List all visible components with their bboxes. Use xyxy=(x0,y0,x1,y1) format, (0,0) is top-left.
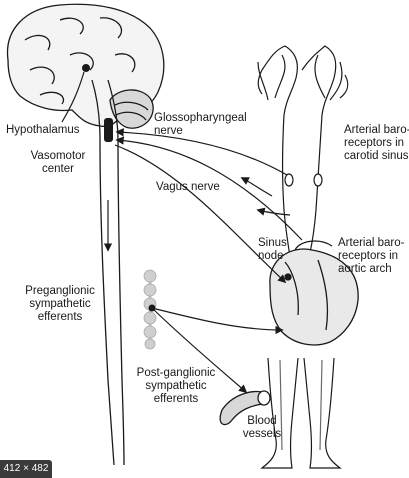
sympathetic-chain xyxy=(143,269,157,350)
sinus-node-label: Sinus node xyxy=(258,237,287,263)
postganglionic-line-2: sympathetic xyxy=(145,380,207,392)
image-size-badge: 412 × 482 xyxy=(0,460,52,478)
aortic-baroreceptors-label: Arterial baro- receptors in aortic arch xyxy=(338,237,404,276)
vasomotor-line-1: Vasomotor xyxy=(30,150,86,162)
carotid-line-1: Arterial baro- xyxy=(344,124,409,136)
vasomotor-center-marker xyxy=(104,118,113,142)
sinus-node-line-1: Sinus xyxy=(258,237,287,249)
glossopharyngeal-line-2: nerve xyxy=(154,125,183,137)
pathway-arrows xyxy=(61,71,303,394)
glossopharyngeal-line-1: Glossopharyngeal xyxy=(154,112,247,124)
blood-vessels-label: Blood vessels xyxy=(240,415,284,441)
legs-illustration xyxy=(260,357,342,469)
vasomotor-line-2: center xyxy=(42,163,74,175)
hypothalamus-pointer xyxy=(61,71,85,123)
aortic-line-1: Arterial baro- xyxy=(338,237,405,249)
postganglionic-line-3: efferents xyxy=(153,393,199,405)
aortic-line-2: receptors in xyxy=(338,250,399,262)
glossopharyngeal-label: Glossopharyngeal nerve xyxy=(154,112,247,138)
sinus-node-line-2: node xyxy=(258,250,284,262)
preganglionic-line-3: efferents xyxy=(37,311,83,323)
carotid-line-2: receptors in xyxy=(344,137,405,149)
hypothalamus-marker xyxy=(82,64,90,72)
postganglionic-line-1: Post-ganglionic xyxy=(136,367,216,379)
cardiac-sympathetic-path xyxy=(151,307,284,335)
vagus-afferent-path xyxy=(115,136,303,241)
preganglionic-line-1: Preganglionic xyxy=(25,285,95,297)
carotid-line-3: carotid sinus xyxy=(344,150,409,162)
preganglionic-line-2: sympathetic xyxy=(29,298,91,310)
aortic-line-3: aortic arch xyxy=(338,263,392,275)
blood-vessel-illustration xyxy=(219,390,271,426)
carotid-arteries xyxy=(257,45,349,271)
postganglionic-label: Post-ganglionic sympathetic efferents xyxy=(130,367,222,406)
preganglionic-label: Preganglionic sympathetic efferents xyxy=(16,285,104,324)
blood-vessels-line-2: vessels xyxy=(242,428,282,440)
vasomotor-center-label: Vasomotor center xyxy=(18,150,98,176)
blood-vessels-line-1: Blood xyxy=(247,415,277,427)
hypothalamus-label: Hypothalamus xyxy=(6,124,80,136)
vagus-nerve-label: Vagus nerve xyxy=(156,181,220,193)
carotid-baroreceptors-label: Arterial baro- receptors in carotid sinu… xyxy=(344,124,409,163)
glossopharyngeal-path xyxy=(115,128,288,176)
vagus-efferent-path xyxy=(114,144,287,284)
vascular-sympathetic-path xyxy=(151,307,248,394)
spinal-cord xyxy=(91,79,125,466)
